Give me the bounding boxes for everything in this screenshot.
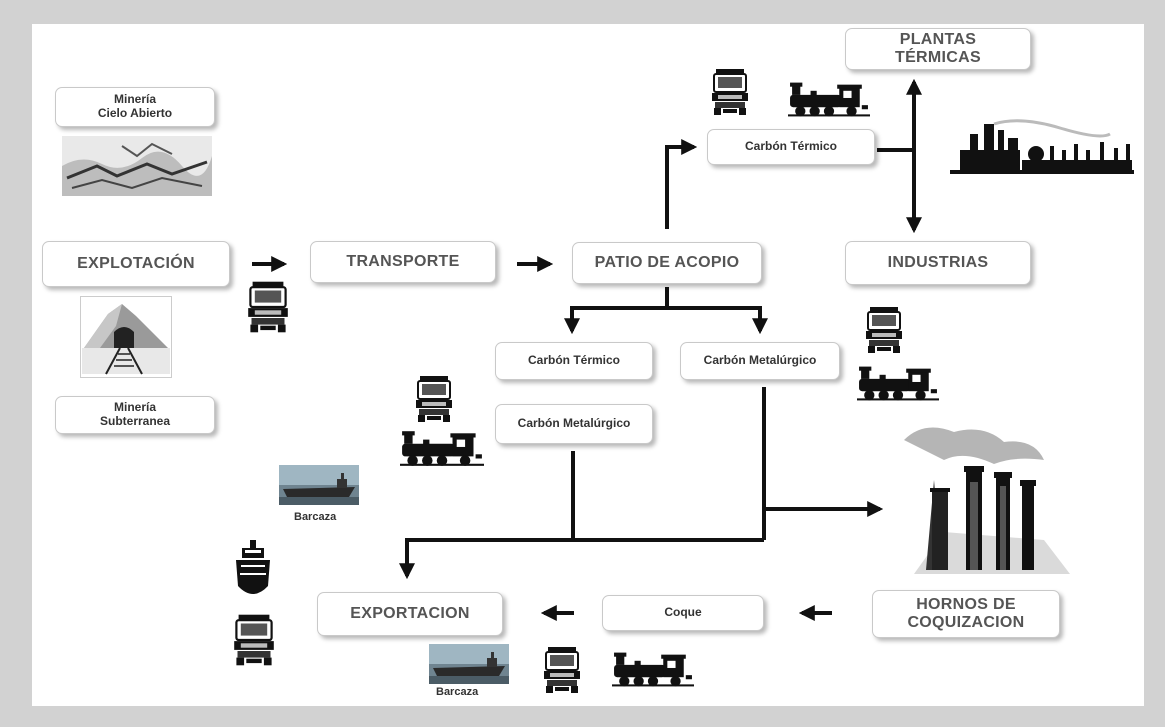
train-icon [612,650,694,688]
carbon-termico-mid-box: Carbón Térmico [495,342,653,380]
hornos-de-coquizacion-box: HORNOS DE COQUIZACION [872,590,1060,638]
flow-connectors [252,78,922,621]
truck-icon [542,644,582,696]
train-icon [788,80,870,118]
mineria-subterranea-box: Minería Subterranea [55,396,215,434]
truck-icon [414,372,454,426]
chimney-icon [904,427,1070,574]
coque-box: Coque [602,595,764,631]
train-icon [857,364,939,402]
factory-icon [950,119,1134,174]
open-pit-icon [62,136,212,196]
industrias-box: INDUSTRIAS [845,241,1031,285]
barge-icon [429,644,509,684]
train-icon [400,428,484,468]
truck-icon [864,304,904,356]
truck-icon [246,279,290,335]
truck-icon [232,612,276,668]
barcaza-caption-1: Barcaza [294,511,337,523]
carbon-termico-top-box: Carbón Térmico [707,129,875,165]
carbon-metalurgico-left-box: Carbón Metalúrgico [495,404,653,444]
mine-tunnel-icon [80,296,172,378]
arrow-to-exportacion [399,538,764,580]
patio-de-acopio-box: PATIO DE ACOPIO [572,242,762,284]
carbon-metalurgico-right-box: Carbón Metalúrgico [680,342,840,380]
barge-icon [279,464,359,506]
transporte-box: TRANSPORTE [310,241,496,283]
exportacion-box: EXPORTACION [317,592,503,636]
mineria-cielo-abierto-box: Minería Cielo Abierto [55,87,215,127]
barcaza-caption-2: Barcaza [436,686,479,698]
truck-icon [710,66,750,118]
plantas-termicas-box: PLANTAS TÉRMICAS [845,28,1031,70]
arrow-patio-carbon-termico [665,139,698,229]
explotacion-box: EXPLOTACIÓN [42,241,230,287]
ship-icon [236,540,270,594]
diagram-canvas: Minería Cielo Abierto EXPLOTACIÓN Minerí… [32,24,1144,706]
